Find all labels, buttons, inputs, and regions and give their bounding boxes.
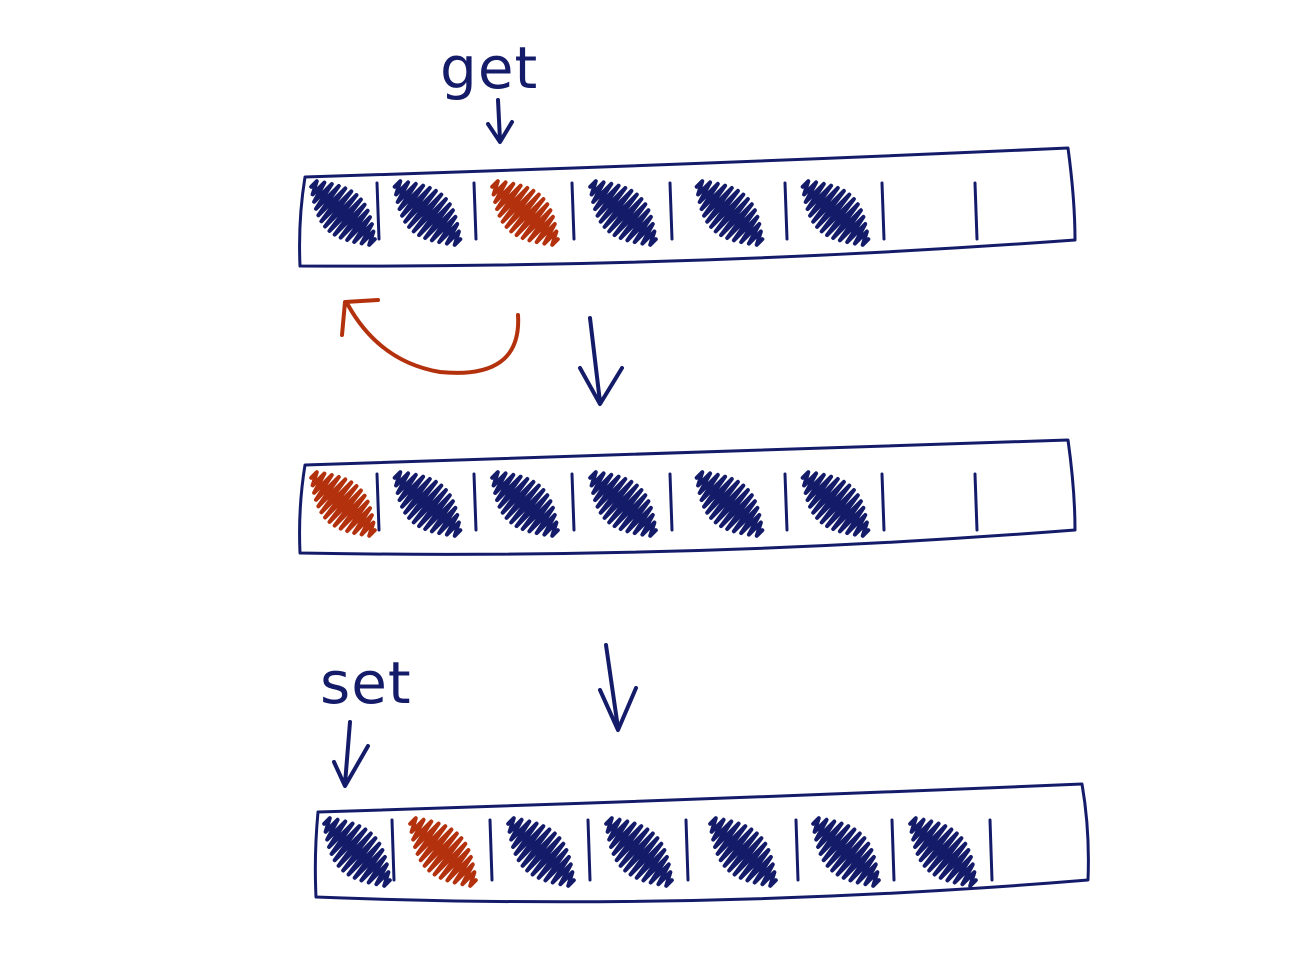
slot-scribble — [490, 470, 560, 538]
slot-divider — [988, 818, 994, 882]
slot-scribble — [588, 470, 658, 538]
slot-scribble — [908, 816, 978, 888]
slot-scribble — [408, 816, 478, 888]
array-cells — [322, 816, 994, 888]
array-slot-filled — [588, 470, 658, 538]
slot-scribble — [588, 179, 658, 247]
array-slot-highlight — [408, 816, 478, 888]
slot-divider — [668, 181, 674, 241]
get-pointer-arrow — [486, 98, 514, 144]
array-cells — [309, 179, 979, 247]
move-left-arrow — [340, 298, 521, 375]
array-slot-filled — [694, 470, 765, 538]
slot-scribble — [392, 179, 463, 247]
slot-divider — [783, 181, 789, 241]
slot-divider — [472, 472, 478, 532]
slot-divider — [586, 818, 592, 882]
array-frame — [298, 438, 1077, 556]
slot-divider — [390, 818, 396, 882]
array-slot-filled — [490, 470, 560, 538]
get-label: get — [440, 34, 538, 102]
slot-scribble — [694, 470, 765, 538]
slot-scribble — [322, 816, 392, 888]
array-slot-filled — [506, 816, 576, 888]
array-slot-filled — [694, 179, 765, 247]
array-frame — [313, 782, 1090, 904]
slot-scribble — [490, 179, 560, 247]
slot-scribble — [800, 179, 871, 247]
array-after-move — [298, 438, 1077, 556]
slot-divider — [668, 472, 674, 532]
array-slot-filled — [908, 816, 978, 888]
slot-scribble — [309, 179, 377, 247]
slot-scribble — [694, 179, 765, 247]
slot-scribble — [811, 816, 881, 888]
slot-divider — [684, 818, 690, 882]
slot-divider — [890, 818, 896, 882]
set-pointer-arrow — [332, 720, 370, 788]
array-slot-highlight — [309, 470, 377, 538]
array-initial — [298, 146, 1077, 268]
array-slot-filled — [392, 179, 463, 247]
array-slot-filled — [604, 816, 674, 888]
slot-scribble — [309, 470, 377, 538]
array-after-set — [313, 782, 1090, 904]
array-cells — [309, 470, 979, 538]
slot-scribble — [800, 470, 871, 538]
slot-divider — [783, 472, 789, 532]
slot-divider — [570, 181, 576, 241]
step-down-arrow-1 — [578, 316, 624, 406]
slot-scribble — [392, 470, 463, 538]
set-label: set — [320, 649, 412, 717]
slot-scribble — [506, 816, 576, 888]
slot-divider — [570, 472, 576, 532]
slot-divider — [973, 472, 979, 532]
slot-divider — [375, 472, 381, 532]
slot-scribble — [708, 816, 778, 888]
step-down-arrow-2 — [598, 643, 638, 732]
array-slot-filled — [309, 179, 377, 247]
array-slot-filled — [588, 179, 658, 247]
array-slot-filled — [800, 470, 871, 538]
slot-divider — [973, 181, 979, 241]
array-slot-filled — [392, 470, 463, 538]
slot-scribble — [604, 816, 674, 888]
slot-divider — [488, 818, 494, 882]
array-slot-filled — [811, 816, 881, 888]
array-slot-filled — [322, 816, 392, 888]
array-slot-filled — [708, 816, 778, 888]
slot-divider — [880, 181, 886, 241]
array-slot-highlight — [490, 179, 560, 247]
slot-divider — [375, 181, 381, 241]
array-frame — [298, 146, 1077, 268]
slot-divider — [472, 181, 478, 241]
array-slot-filled — [800, 179, 871, 247]
slot-divider — [794, 818, 800, 882]
slot-divider — [880, 472, 886, 532]
